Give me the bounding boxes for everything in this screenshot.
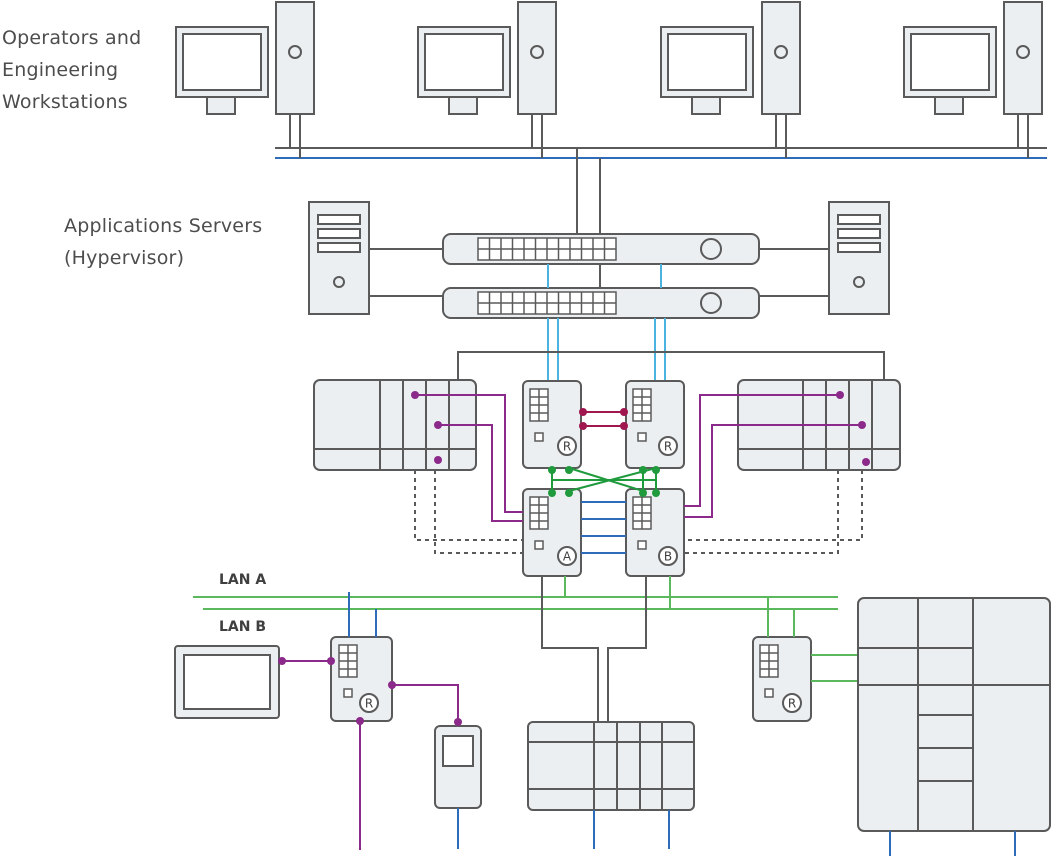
- field-device: [434, 725, 482, 809]
- network-switch-1: [442, 233, 760, 265]
- purple-connection-dots: [278, 391, 870, 726]
- workstations-label-line-2: Engineering: [2, 59, 119, 81]
- servers-label: Applications Servers (Hypervisor): [64, 210, 262, 274]
- remote-io-module-left: [330, 636, 393, 722]
- application-server-left: [308, 201, 370, 315]
- module-letter-r: R: [664, 440, 672, 454]
- module-letter-r: R: [563, 440, 571, 454]
- controller-links: [581, 501, 626, 554]
- hmi-panel: [174, 645, 280, 719]
- workstation-4: [903, 1, 1043, 158]
- lan-b-label: LAN B: [219, 619, 267, 635]
- workstation-2: [417, 1, 557, 158]
- controller-letter-a: A: [563, 550, 572, 564]
- workstations-label-line-1: Operators and: [2, 27, 142, 49]
- remote-io-module-right: [752, 636, 812, 722]
- servers-label-line-1: Applications Servers: [64, 215, 263, 237]
- green-connection-dots: [548, 466, 660, 497]
- crimson-connection-dots: [579, 408, 628, 430]
- network-switch-2: [442, 287, 760, 319]
- module-letter-r: R: [365, 697, 373, 711]
- servers-label-line-2: (Hypervisor): [64, 247, 185, 269]
- control-cabinet: [857, 597, 1051, 832]
- io-bus-line: [457, 351, 885, 379]
- backup-links: [414, 470, 863, 554]
- io-controller-links: [415, 394, 862, 522]
- field-rack: [527, 721, 695, 811]
- fiber-links: [547, 264, 666, 381]
- r-sync-links: [581, 411, 626, 427]
- controller-a: [522, 488, 582, 577]
- remote-io-links: [279, 660, 459, 850]
- workstations-label: Operators and Engineering Workstations: [2, 22, 141, 118]
- workstation-1: [175, 1, 315, 158]
- workstations-label-line-3: Workstations: [2, 91, 128, 113]
- controller-letter-b: B: [664, 550, 672, 564]
- module-letter-r: R: [788, 697, 796, 711]
- redundancy-module-right: [625, 380, 685, 469]
- lan-a-label: LAN A: [219, 572, 267, 588]
- workstation-3: [660, 1, 801, 158]
- controller-b: [625, 488, 685, 577]
- tower-icon: [761, 1, 801, 115]
- application-server-right: [828, 201, 890, 315]
- redundancy-module-left: [522, 380, 582, 469]
